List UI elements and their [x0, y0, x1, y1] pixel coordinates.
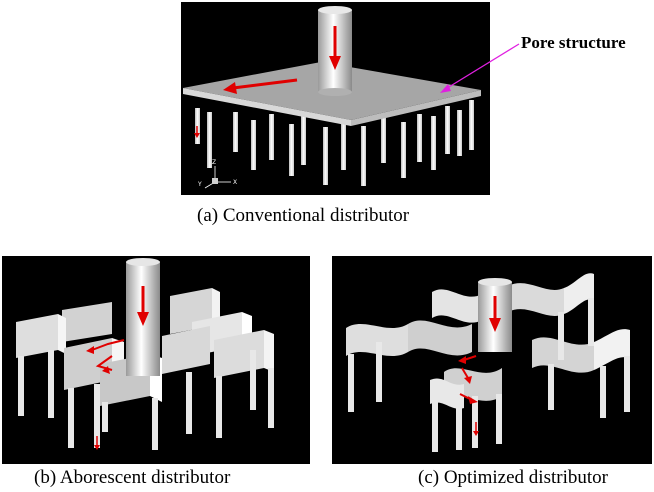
inlet-pipe [478, 278, 512, 352]
flow-arrows [458, 296, 501, 436]
curved-channels [346, 273, 630, 409]
flow-arrows [194, 26, 341, 138]
optimized-distributor-diagram [346, 273, 630, 452]
axis-triad: Z X Y [197, 159, 237, 189]
aborescent-distributor-diagram [16, 258, 274, 450]
support-legs [348, 298, 630, 452]
optimized-distributor-panel [332, 256, 652, 464]
caption-aborescent-distributor: (b) Aborescent distributor [34, 467, 231, 488]
caption-conventional-distributor: (a) Conventional distributor [197, 205, 410, 226]
caption-optimized-distributor: (c) Optimized distributor [418, 467, 608, 488]
flow-arrows [86, 286, 149, 450]
support-legs [18, 350, 274, 450]
axis-x-label: X [233, 179, 237, 186]
pore-structure-label: Pore structure [521, 33, 626, 52]
conventional-distributor-panel: Z X Y [181, 2, 490, 195]
axis-y-label: Y [197, 181, 202, 188]
axis-z-label: Z [212, 159, 216, 166]
conventional-distributor-diagram: Z X Y [183, 6, 481, 189]
aborescent-distributor-panel [2, 256, 310, 464]
